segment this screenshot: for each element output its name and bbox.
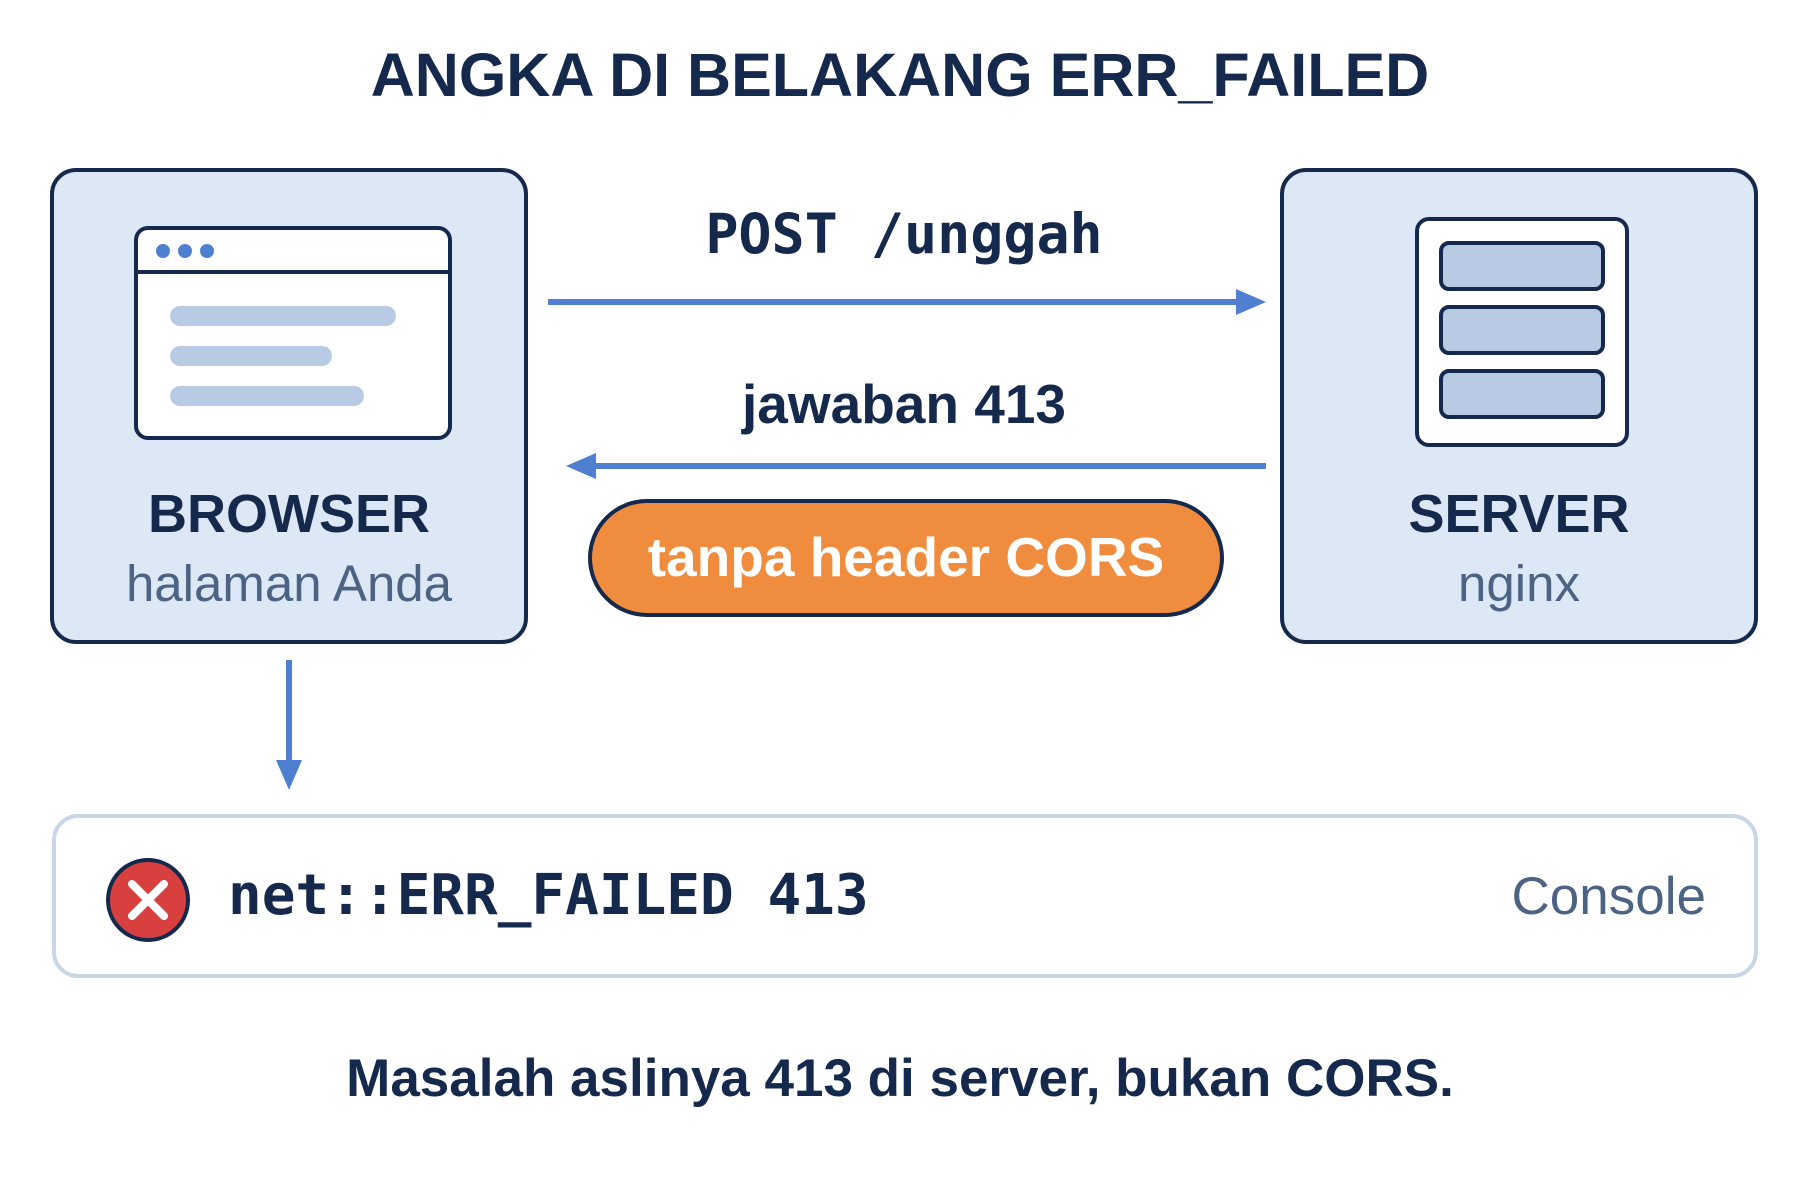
window-dot: [156, 244, 170, 258]
browser-node: BROWSER halaman Anda: [50, 168, 528, 644]
server-label: SERVER: [1408, 484, 1630, 544]
server-rack-icon: [1415, 217, 1629, 447]
console-panel: net::ERR_FAILED 413 Console: [52, 814, 1758, 978]
console-label: Console: [1511, 867, 1706, 926]
error-x-icon: [106, 858, 190, 942]
cors-warning-badge: tanpa header CORS: [588, 499, 1224, 617]
response-label: jawaban 413: [741, 373, 1067, 435]
browser-window-titlebar: [138, 230, 448, 274]
window-dot: [178, 244, 192, 258]
console-arrow: [276, 660, 302, 790]
footer-note: Masalah aslinya 413 di server, bukan COR…: [346, 1049, 1454, 1108]
content-line: [170, 306, 396, 326]
browser-label: BROWSER: [148, 484, 430, 544]
browser-sublabel: halaman Anda: [125, 555, 453, 612]
console-error-message: net::ERR_FAILED 413: [228, 863, 869, 928]
request-arrow: [548, 289, 1266, 315]
content-line: [170, 346, 332, 366]
browser-window-icon: [134, 226, 452, 440]
server-unit: [1439, 369, 1605, 419]
content-line: [170, 386, 364, 406]
server-node: SERVER nginx: [1280, 168, 1758, 644]
server-unit: [1439, 305, 1605, 355]
response-arrow: [566, 453, 1266, 479]
server-unit: [1439, 241, 1605, 291]
window-dot: [200, 244, 214, 258]
server-sublabel: nginx: [1458, 555, 1580, 612]
request-label: POST /unggah: [705, 202, 1103, 266]
diagram-title: ANGKA DI BELAKANG ERR_FAILED: [370, 41, 1430, 109]
